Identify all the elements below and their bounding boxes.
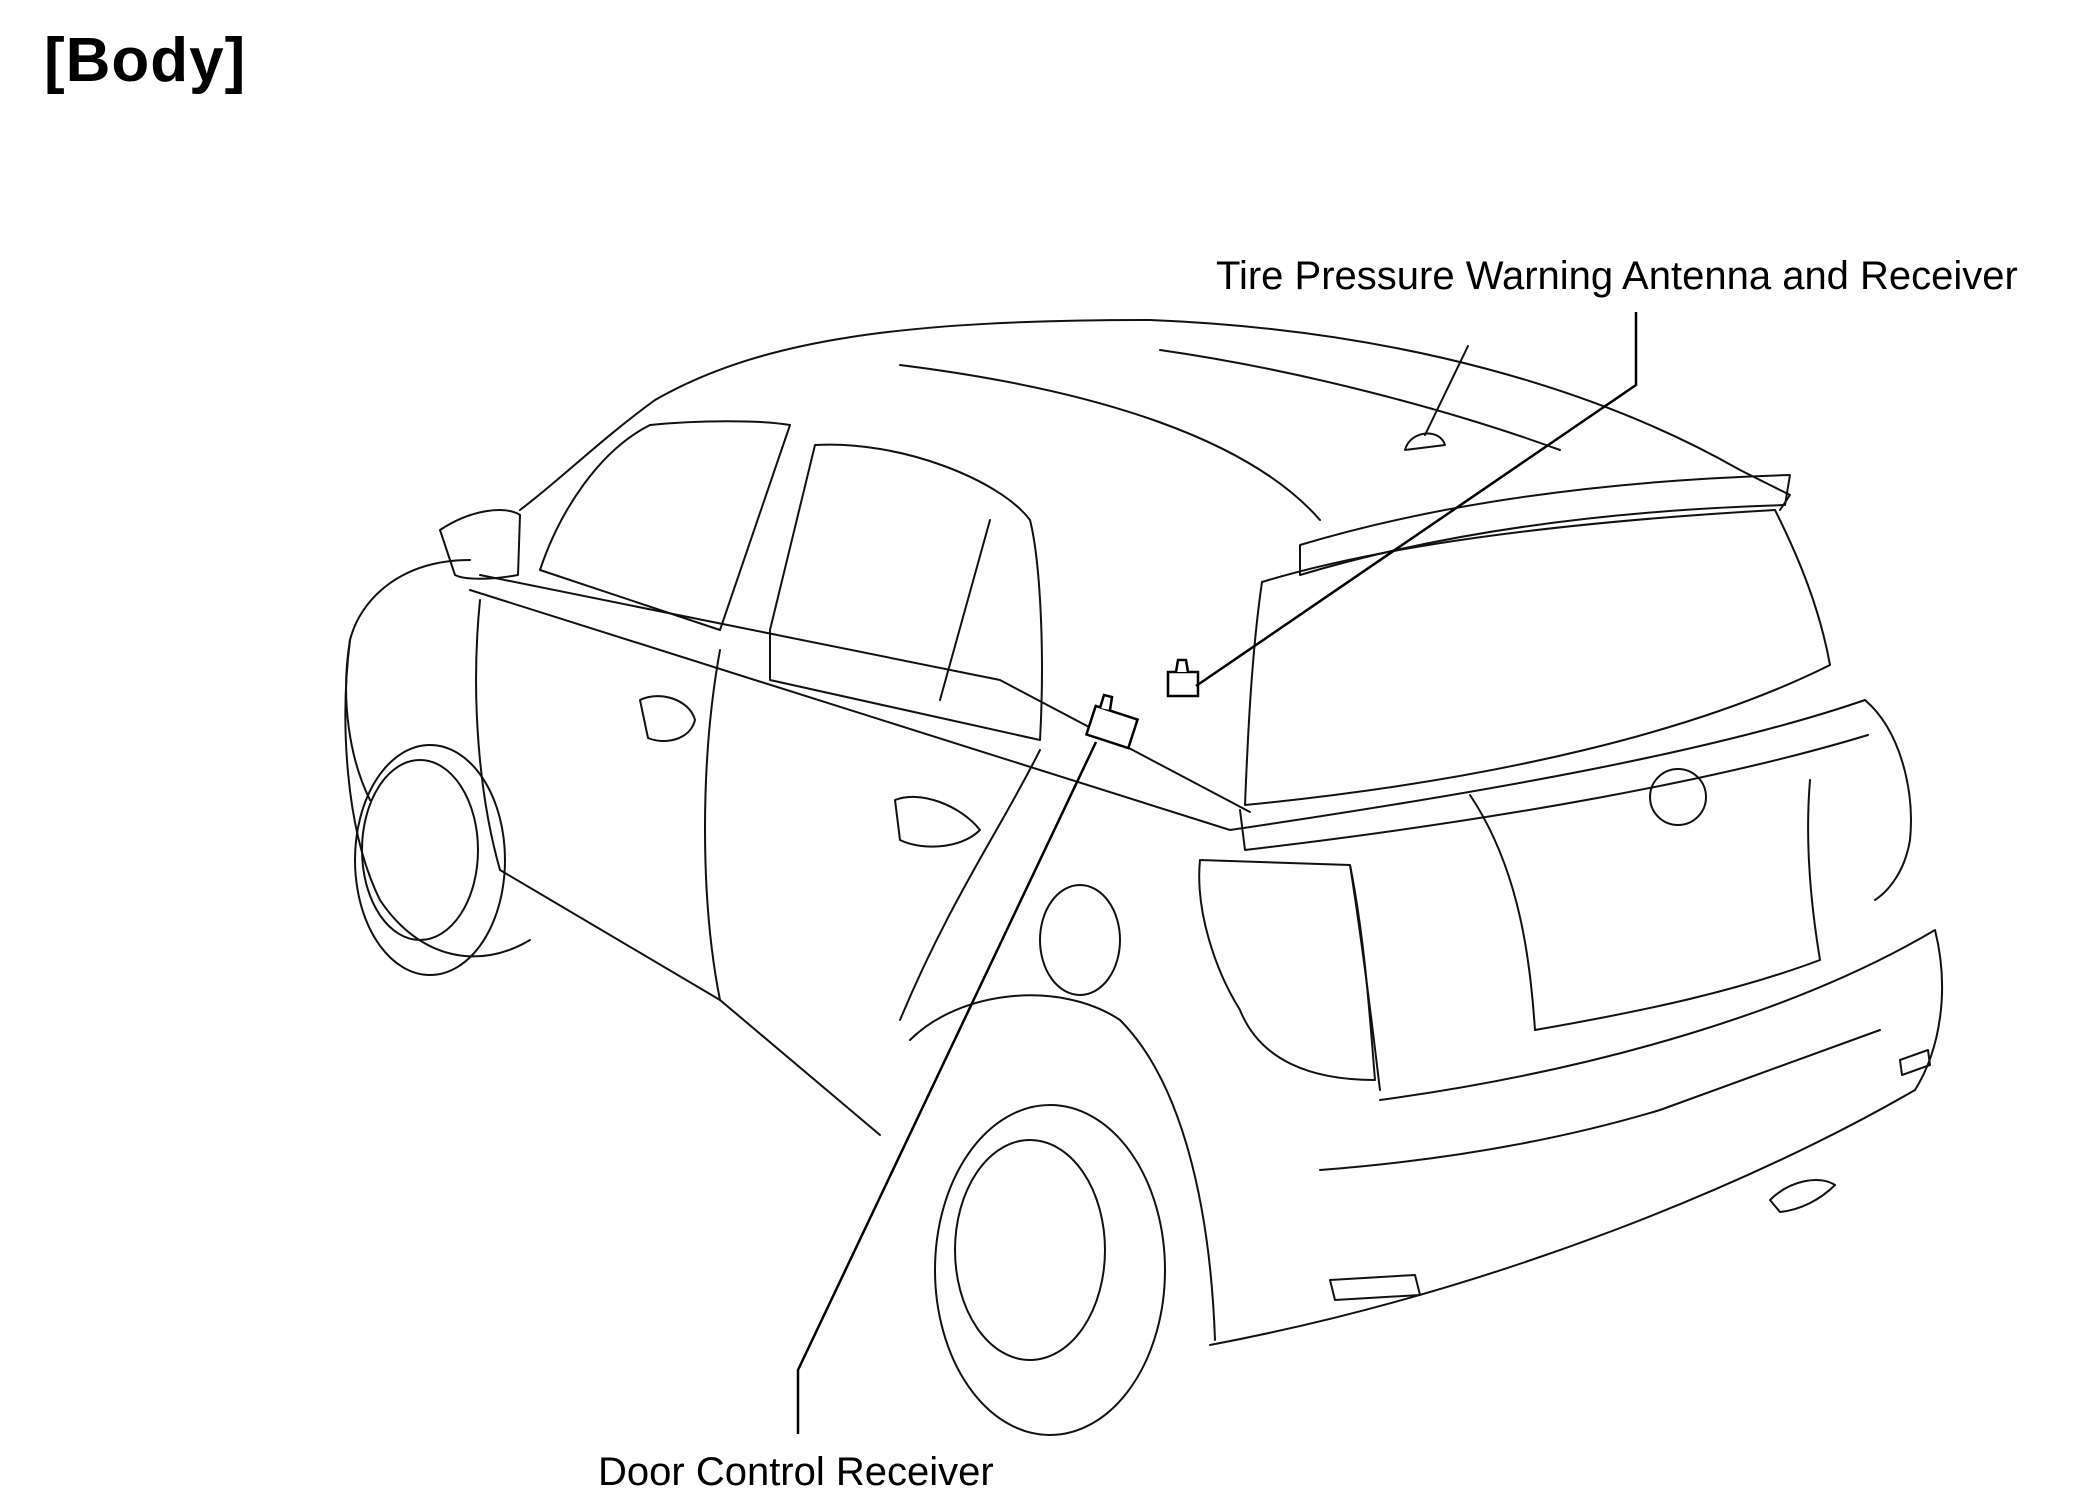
- tire-pressure-leader-line: [1195, 312, 1638, 688]
- tire-pressure-receiver-label: Tire Pressure Warning Antenna and Receiv…: [1216, 254, 2018, 298]
- car-outline: [344, 319, 1943, 1436]
- door-control-receiver: [1084, 693, 1140, 750]
- door-control-receiver-label: Door Control Receiver: [598, 1450, 994, 1494]
- tire-pressure-receiver: [1166, 658, 1200, 698]
- page-title: [Body]: [44, 26, 247, 95]
- door-control-leader-line: [796, 741, 1098, 1434]
